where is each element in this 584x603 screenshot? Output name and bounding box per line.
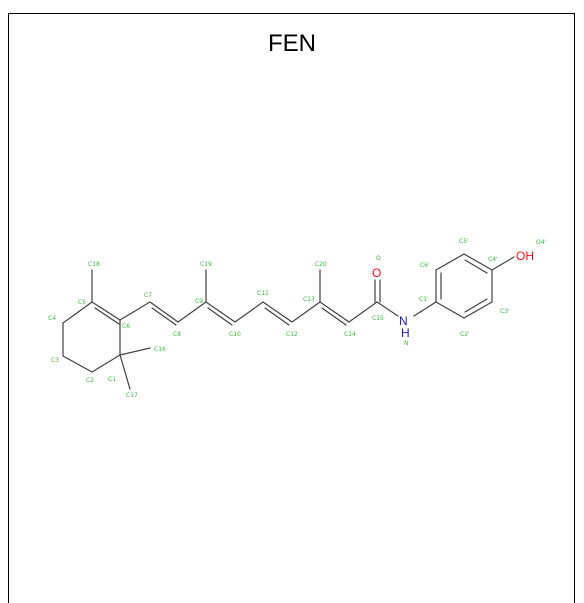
bond bbox=[291, 301, 321, 323]
bond bbox=[151, 307, 177, 326]
atom-label: C3 bbox=[51, 357, 59, 364]
bond bbox=[435, 253, 465, 271]
atom-label: C9 bbox=[195, 298, 203, 305]
bond bbox=[464, 259, 488, 274]
atom-label: C17 bbox=[126, 392, 138, 399]
bond bbox=[321, 307, 347, 326]
bond bbox=[491, 256, 515, 271]
atom-label: C13 bbox=[303, 296, 315, 303]
atom-label: C6' bbox=[420, 262, 430, 269]
bond bbox=[435, 301, 465, 319]
atom-label: N bbox=[404, 340, 409, 347]
bond bbox=[119, 301, 151, 321]
bond bbox=[149, 301, 179, 323]
bond bbox=[205, 301, 236, 323]
atom-label: C16 bbox=[154, 346, 166, 353]
bond bbox=[91, 301, 121, 321]
bond bbox=[264, 307, 290, 326]
atom-label: C14 bbox=[344, 331, 356, 338]
bond bbox=[413, 301, 437, 317]
atom-label: C8 bbox=[173, 331, 181, 338]
atom-label: C5 bbox=[78, 299, 86, 306]
bond bbox=[91, 354, 121, 373]
figure-frame bbox=[8, 13, 575, 603]
atom-label: C19 bbox=[200, 261, 212, 268]
oxygen-label: O bbox=[372, 266, 381, 280]
bond bbox=[464, 298, 488, 313]
bond bbox=[262, 301, 293, 323]
nitrogen-label: N bbox=[399, 314, 408, 328]
atom-label: C7 bbox=[144, 292, 152, 299]
bond bbox=[119, 354, 131, 390]
atom-label: C12 bbox=[286, 331, 298, 338]
atom-label: C5' bbox=[459, 238, 469, 245]
atom-label: C15 bbox=[372, 315, 384, 322]
bond-group bbox=[62, 253, 515, 390]
atom-label: C2' bbox=[460, 331, 470, 338]
bond bbox=[62, 301, 93, 324]
atom-label: C2 bbox=[86, 377, 94, 384]
atom-label: C1' bbox=[419, 296, 429, 303]
bond bbox=[319, 301, 350, 323]
bond bbox=[94, 307, 120, 325]
atom-label: C11 bbox=[257, 290, 269, 297]
molecule-title: FEN bbox=[268, 30, 316, 57]
bond bbox=[177, 301, 207, 323]
atom-label: C10 bbox=[229, 331, 241, 338]
bond bbox=[119, 347, 151, 356]
atom-label: C18 bbox=[88, 261, 100, 268]
atom-label: C4 bbox=[48, 315, 56, 322]
bond bbox=[463, 301, 493, 319]
atom-label: C1 bbox=[108, 376, 116, 383]
atom-label: C20 bbox=[315, 261, 327, 268]
bond bbox=[207, 307, 233, 326]
oxygen-label: OH bbox=[516, 249, 534, 263]
bond bbox=[376, 301, 399, 317]
bond bbox=[348, 301, 378, 323]
atom-label: C4' bbox=[488, 256, 498, 263]
atom-label: O4' bbox=[536, 239, 547, 246]
atom-label: O bbox=[376, 255, 381, 262]
bond bbox=[463, 253, 493, 271]
atom-label: C6 bbox=[122, 323, 130, 330]
heteroatom-label-group: O OH NH bbox=[372, 249, 534, 340]
atom-label: C3' bbox=[500, 308, 510, 315]
bond bbox=[62, 355, 93, 373]
bond bbox=[234, 301, 264, 323]
nitrogen-label: H bbox=[401, 326, 410, 340]
